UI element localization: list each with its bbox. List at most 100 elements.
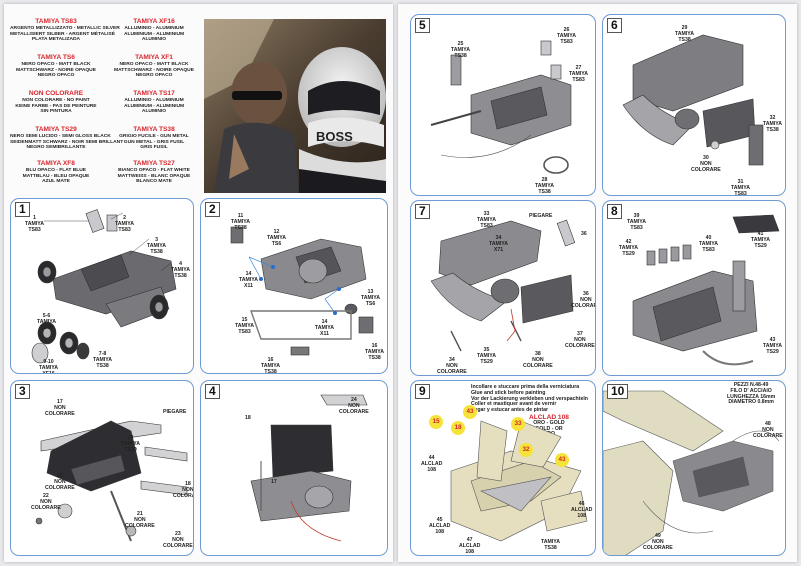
part-label: 12 TAMIYA TS6 — [267, 229, 287, 247]
step-6-diagram — [622, 34, 764, 166]
part-label: 4 TAMIYA TS38 — [171, 261, 191, 279]
step-number: 1 — [15, 202, 30, 217]
part-label: 27 TAMIYA TS83 — [569, 65, 589, 83]
part-label: 26 TAMIYA TS83 — [557, 27, 577, 45]
paint-name: TAMIYA XF16 — [133, 18, 175, 25]
part-label: 37 NON COLORARE — [565, 331, 595, 349]
part-label: 29 TAMIYA TS38 — [675, 25, 695, 43]
part-label: 40 TAMIYA TS83 — [699, 235, 719, 253]
paint-description: BLU OPACO - FLAT BLUE MATTBLAU - BLEU OP… — [22, 168, 90, 184]
step-5-diagram — [430, 40, 572, 174]
paint-name: TAMIYA TS27 — [133, 160, 175, 167]
part-label: 20 NON COLORARE — [45, 473, 75, 491]
part-label: 2 TAMIYA TS83 — [115, 215, 135, 233]
part-label: 1 TAMIYA TS83 — [25, 215, 45, 233]
part-label: 16 TAMIYA TS38 — [261, 357, 281, 374]
driver-photo: BOSS — [204, 19, 386, 193]
part-label: 41 TAMIYA TS29 — [751, 231, 771, 249]
part-label: 36 NON COLORARE — [571, 291, 595, 309]
step-3-diagram — [35, 420, 188, 542]
part-label: 22 NON COLORARE — [31, 493, 61, 511]
part-label: 36 — [581, 231, 587, 237]
step-number: 5 — [415, 18, 430, 33]
part-label: 9-10 TAMIYA XF16 — [39, 359, 59, 374]
callout-marker: 18 — [451, 421, 465, 435]
part-label: 38 NON COLORARE — [523, 351, 553, 369]
part-label: 30 NON COLORARE — [691, 155, 721, 173]
step-number: 6 — [607, 18, 622, 33]
alclad-title: ALCLAD 108 — [529, 414, 569, 421]
driver-photo-illustration: BOSS — [204, 19, 386, 193]
right-instruction-sheet: 5 25 TAMIYA TS38 26 TAMIYA TS83 27 TAMIY… — [398, 4, 797, 562]
part-label: 14 TAMIYA X11 — [315, 319, 335, 337]
step-4-diagram — [250, 394, 368, 542]
step-number: 7 — [415, 204, 430, 219]
step-number: 10 — [607, 384, 629, 399]
wire-spec-note: PEZZI N.48-49 FILO D' ACCIAIO LUNGHEZZA … — [727, 382, 776, 406]
part-label: 33 TAMIYA TS83 — [477, 211, 497, 229]
paint-description: ARGENTO METALLIZZATO - METALLIC SILVER M… — [10, 26, 120, 42]
step-9-panel: 9 Incollare e stuccare prima della verni… — [410, 380, 596, 556]
paint-description: BIANCO OPACO - FLAT WHITE MATTWEISS - BL… — [117, 168, 191, 184]
part-label: 14 TAMIYA X11 — [239, 271, 259, 289]
step-number: 8 — [607, 204, 622, 219]
callout-marker: 33 — [511, 417, 525, 431]
part-label: 13 TAMIYA TS6 — [361, 289, 381, 307]
paint-name: TAMIYA TS17 — [133, 90, 175, 97]
step-8-panel: 8 39 TAMIYA TS83 40 TAMIYA TS83 41 TAMIY… — [602, 200, 786, 376]
part-label: 45 ALCLAD 108 — [429, 517, 451, 535]
paint-description: NERO OPACO - MATT BLACK MATTSCHWARZ - NO… — [114, 62, 194, 78]
step-number: 9 — [415, 384, 430, 399]
step-7-diagram — [430, 219, 576, 352]
part-label: 42 TAMIYA TS29 — [619, 239, 639, 257]
callout-marker: 32 — [519, 443, 533, 457]
bend-note: PIEGARE — [529, 213, 553, 219]
part-label: 18 NON COLORARE — [173, 481, 194, 499]
paint-name: TAMIYA TS38 — [133, 126, 175, 133]
paint-name: TAMIYA TS29 — [35, 126, 77, 133]
part-label: 44 ALCLAD 108 — [421, 455, 443, 473]
part-label: 19 TAMIYA TS29 — [121, 435, 141, 453]
step-7-panel: 7 33 TAMIYA TS83 34 TAMIYA X71 PIEGARE 3… — [410, 200, 596, 376]
step-5-panel: 5 25 TAMIYA TS38 26 TAMIYA TS83 27 TAMIY… — [410, 14, 596, 196]
step-2-diagram — [230, 226, 374, 356]
part-label: 24 NON COLORARE — [339, 397, 369, 415]
part-label: 25 TAMIYA TS38 — [451, 41, 471, 59]
part-label: 47 ALCLAD 108 — [459, 537, 481, 555]
callout-marker: 43 — [463, 405, 477, 419]
part-label: 34 TAMIYA X71 — [489, 235, 509, 253]
step-3-panel: 3 17 NON COLORARE PIEGARE 19 TAMIYA TS29… — [10, 380, 194, 556]
step-6-panel: 6 29 TAMIYA TS38 32 TAMIYA TS38 30 NON C… — [602, 14, 786, 196]
part-label: 11 TAMIYA TS38 — [231, 213, 251, 231]
part-label: 43 TAMIYA TS29 — [763, 337, 783, 355]
paint-description: NERO OPACO - MATT BLACK MATTSCHWARZ - NO… — [16, 62, 96, 78]
paint-name: TAMIYA TS83 — [35, 18, 77, 25]
step-2-panel: 2 11 TAMIYA TS38 12 TAMIYA TS6 13 TAMIYA… — [200, 198, 388, 374]
part-label: 15 TAMIYA TS83 — [235, 317, 255, 335]
part-label: 17 NON COLORARE — [45, 399, 75, 417]
paint-name: TAMIYA TS6 — [37, 54, 75, 61]
part-label: 18 — [245, 415, 251, 421]
part-label: 31 TAMIYA TS83 — [731, 179, 751, 196]
part-label: 28 TAMIYA TS38 — [535, 177, 555, 195]
bend-note: PIEGARE — [163, 409, 187, 415]
part-label: TAMIYA TS38 — [541, 539, 561, 551]
step-8-diagram — [632, 214, 780, 366]
part-label: 16 TAMIYA TS38 — [365, 343, 385, 361]
callout-marker: 15 — [429, 415, 443, 429]
paint-description: ALLUMINIO - ALUMINIUM ALUMINIUM - ALUMIN… — [123, 26, 185, 42]
step-4-panel: 4 18 24 NON COLORARE 17 — [200, 380, 388, 556]
part-label: 34 NON COLORARE — [437, 357, 467, 375]
paint-description: GRIGIO FUCILE - GUN METAL GUN METAL - GR… — [119, 134, 189, 150]
part-label: 49 NON COLORARE — [643, 533, 673, 551]
part-label: 3 TAMIYA TS38 — [147, 237, 167, 255]
paint-description: ALLUMINIO - ALUMINIUM ALUMINIUM - ALUMIN… — [123, 98, 185, 114]
